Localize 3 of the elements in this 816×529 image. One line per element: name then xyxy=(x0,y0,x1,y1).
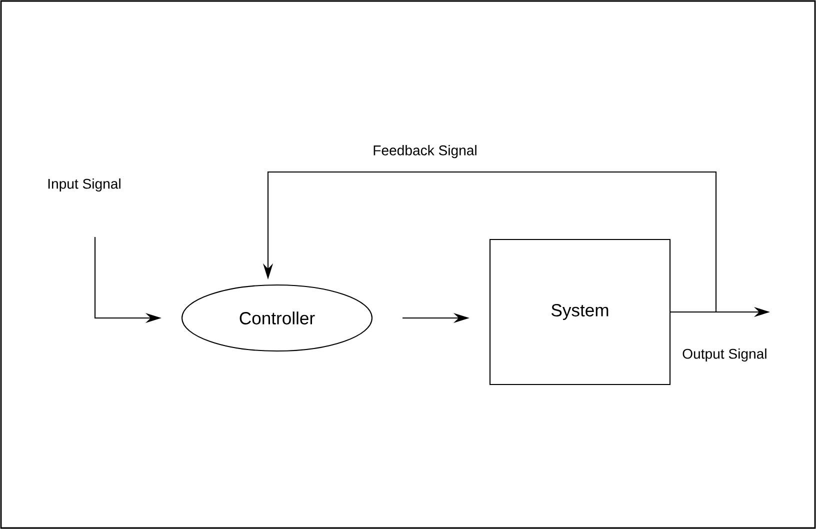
signal-label: Input Signal xyxy=(48,178,120,192)
system-box: System xyxy=(489,238,671,386)
edge-label: Feedback Signal xyxy=(374,145,476,158)
